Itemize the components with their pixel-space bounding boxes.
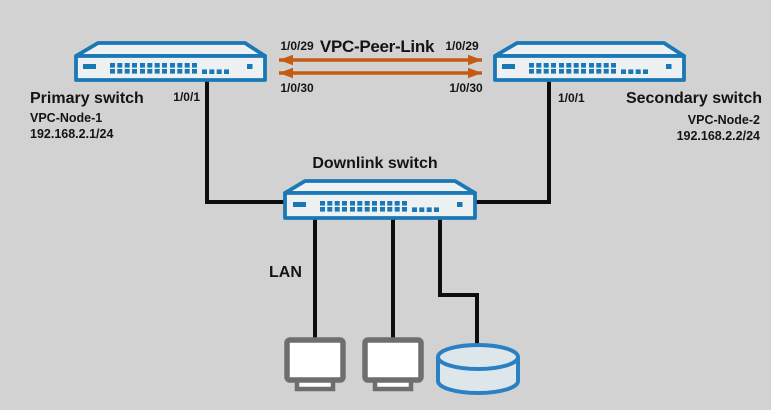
primary-downlink-port-label: 1/0/1 — [173, 90, 200, 104]
secondary-switch-node-label: VPC-Node-2 — [688, 113, 760, 127]
cable-downlink-to-storage — [438, 218, 479, 347]
lan-label: LAN — [269, 264, 302, 281]
cable-secondary-to-downlink — [473, 80, 551, 204]
downlink-switch-title: Downlink switch — [312, 155, 437, 172]
pc-monitor-icon — [284, 337, 346, 383]
peer-link-port-label-top-left: 1/0/29 — [280, 39, 314, 53]
primary-switch-ip-label: 192.168.2.1/24 — [30, 127, 113, 141]
primary-switch-title: Primary switch — [30, 90, 144, 107]
primary-switch — [74, 41, 267, 82]
secondary-switch — [493, 41, 686, 82]
downlink-switch — [283, 179, 477, 220]
storage-cylinder-icon — [436, 343, 520, 371]
secondary-downlink-port-label: 1/0/1 — [558, 91, 585, 105]
switch-top-face — [493, 41, 686, 58]
peer-link-port-label-bottom-left: 1/0/30 — [280, 81, 314, 95]
vpc-peer-link — [279, 54, 482, 79]
switch-top-face — [74, 41, 267, 58]
peer-link-title: VPC-Peer-Link — [320, 37, 435, 56]
secondary-switch-title: Secondary switch — [626, 90, 762, 107]
switch-front-face — [74, 54, 267, 82]
switch-front-face — [493, 54, 686, 82]
peer-link-port-label-bottom-right: 1/0/30 — [449, 81, 483, 95]
peer-link-port-label-top-right: 1/0/29 — [445, 39, 479, 53]
cable-primary-to-downlink — [205, 80, 287, 204]
pc-workstation-2 — [362, 337, 424, 392]
storage-device — [436, 343, 520, 395]
pc-workstation-1 — [284, 337, 346, 392]
pc-monitor-icon — [362, 337, 424, 383]
primary-switch-node-label: VPC-Node-1 — [30, 111, 102, 125]
secondary-switch-ip-label: 192.168.2.2/24 — [677, 129, 760, 143]
